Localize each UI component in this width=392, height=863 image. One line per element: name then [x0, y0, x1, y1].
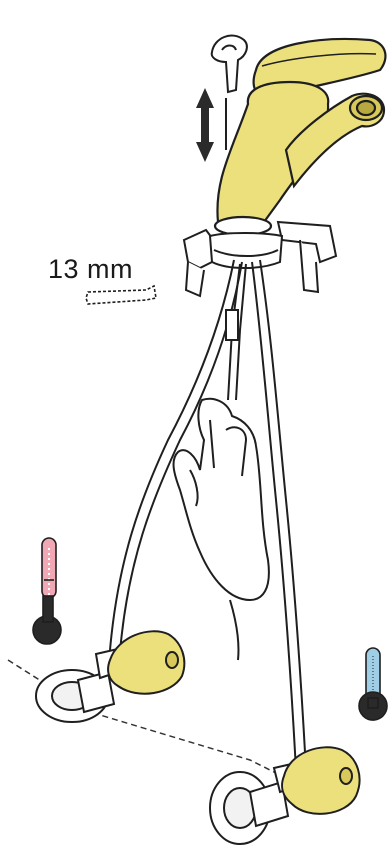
hot-thermometer-icon	[33, 538, 61, 644]
wrench-13mm-icon	[86, 286, 156, 304]
up-down-arrow-icon	[196, 88, 226, 162]
cold-thermometer-icon	[359, 648, 387, 720]
mounting-bracket	[184, 222, 336, 296]
lever-handle-icon	[212, 36, 247, 92]
mixer-tap-icon	[215, 39, 385, 235]
right-stop-valve	[210, 747, 360, 844]
wrench-size-label: 13 mm	[48, 254, 133, 285]
hand	[174, 399, 269, 660]
